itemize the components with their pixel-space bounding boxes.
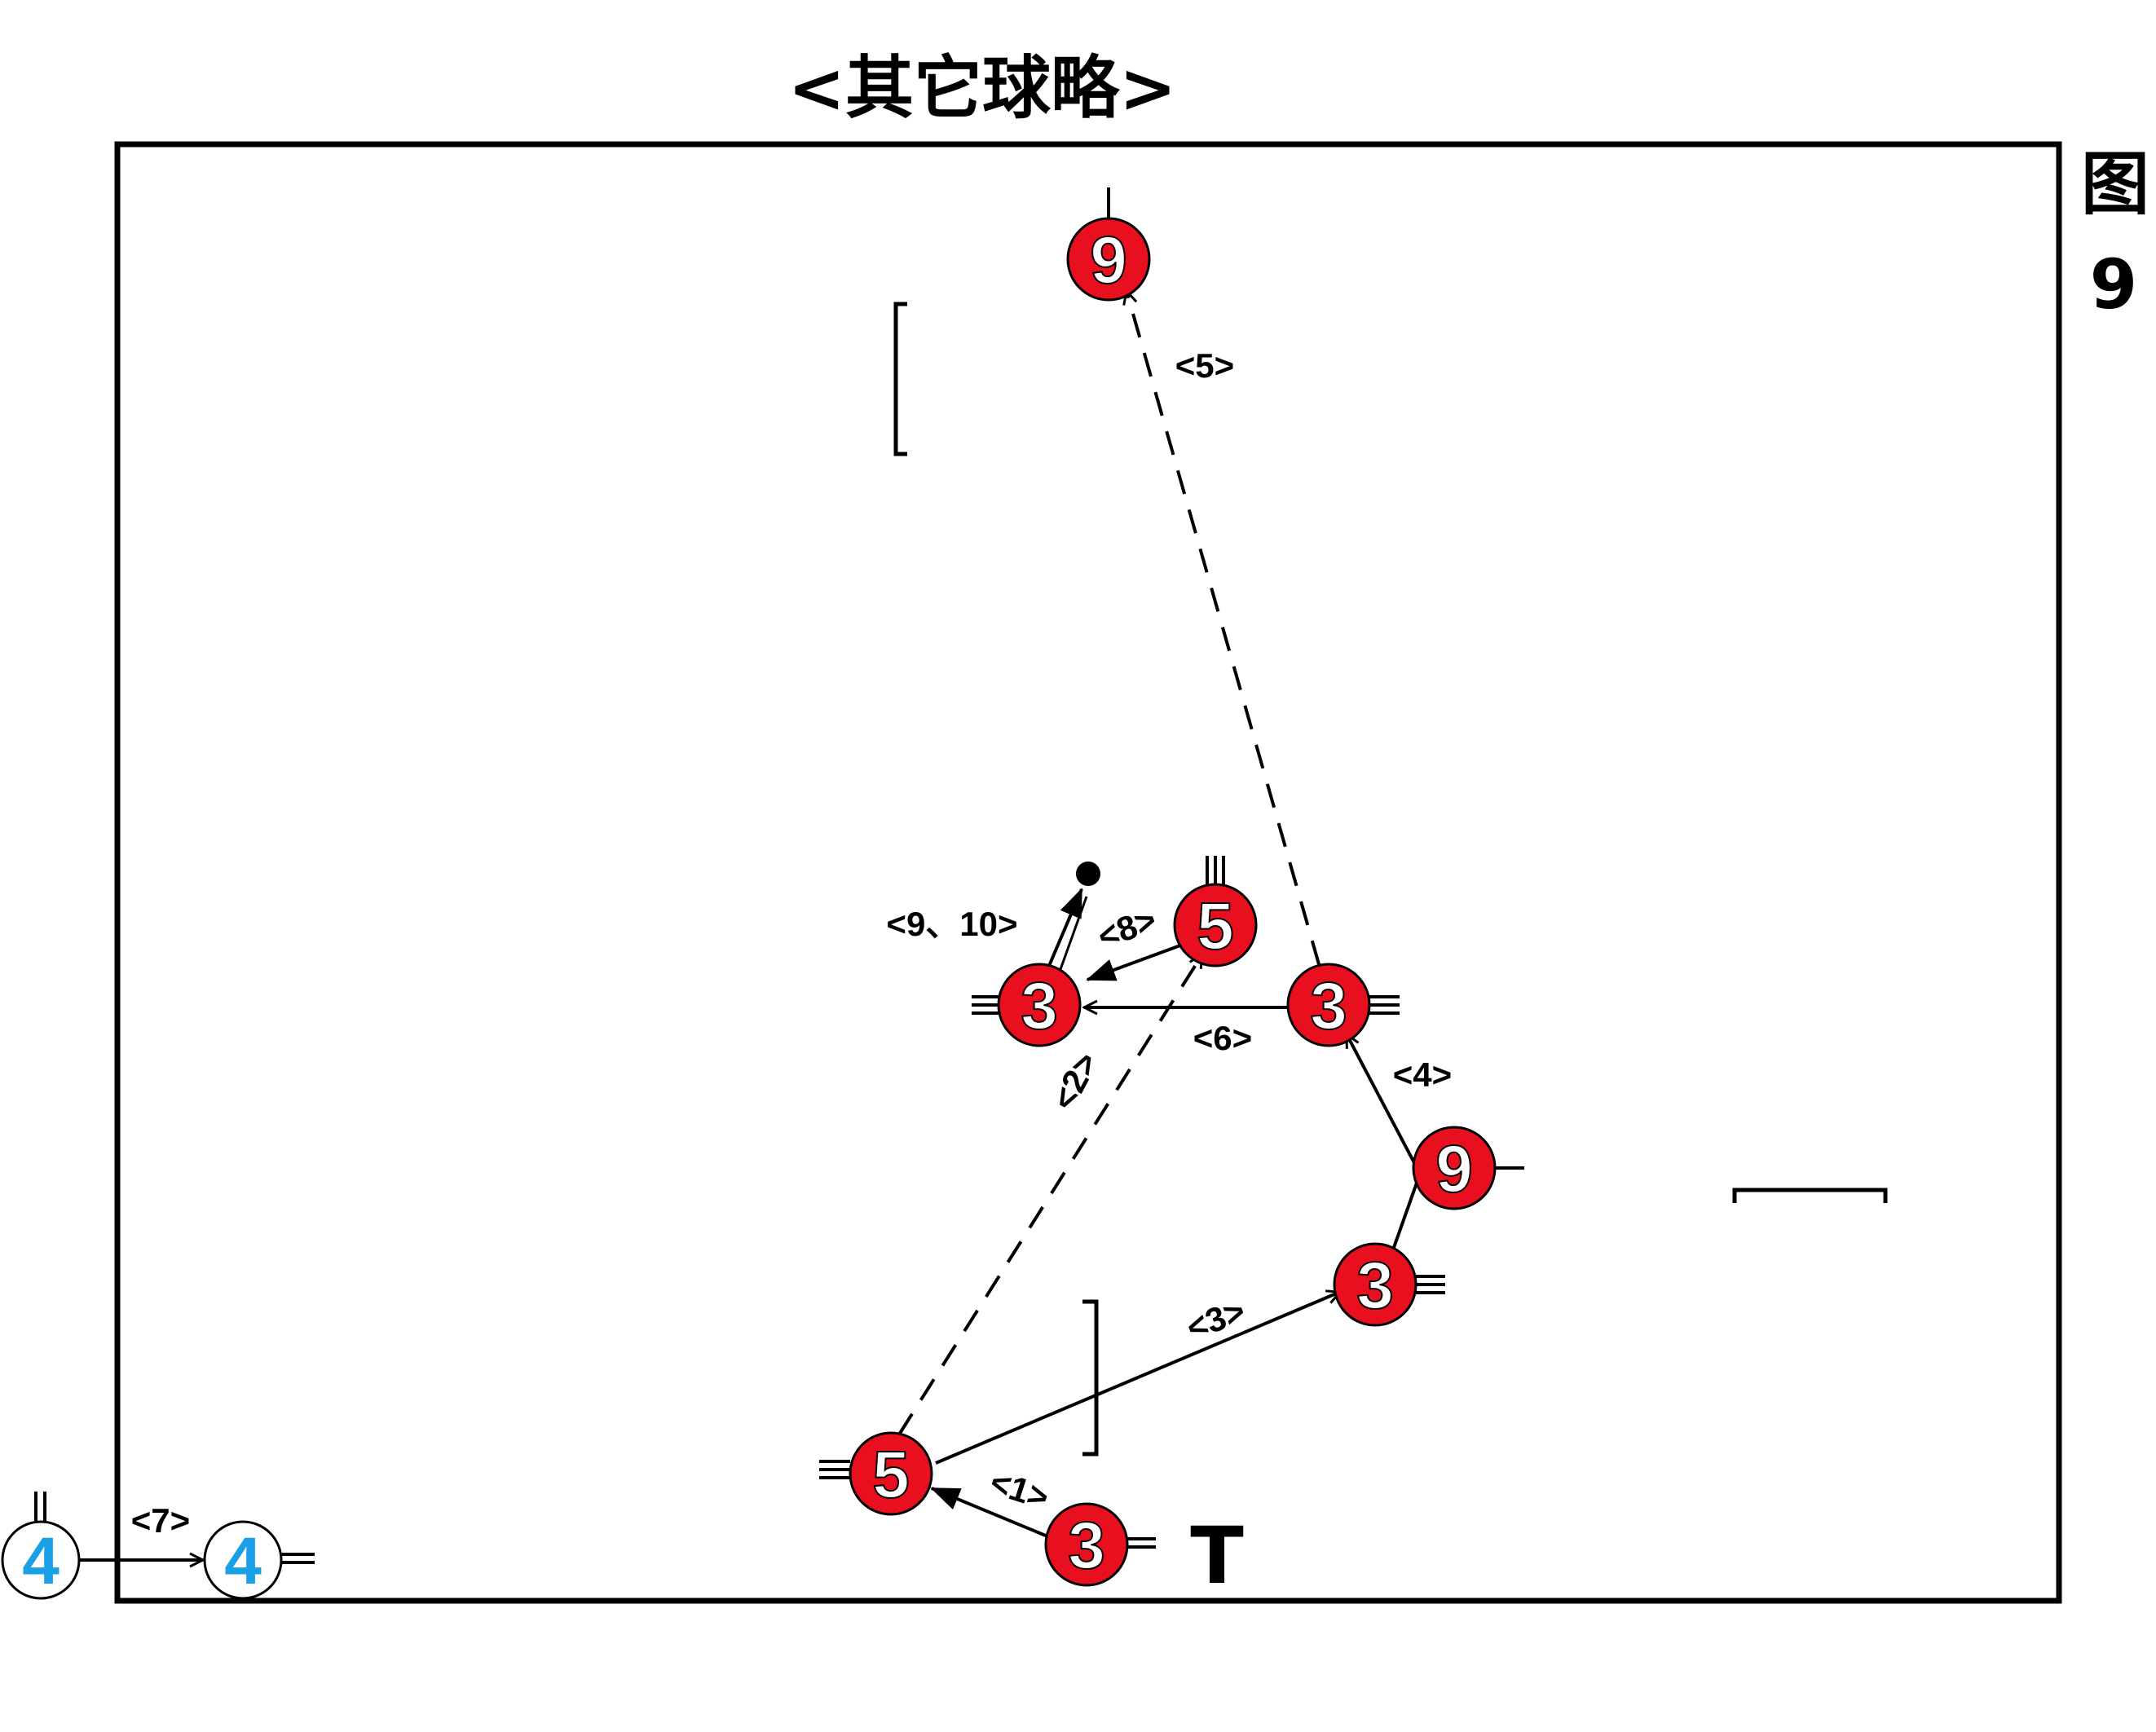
step-label-9-10: <9、10> bbox=[886, 905, 1017, 943]
player-number: 3 bbox=[1356, 1249, 1394, 1323]
path-step-5 bbox=[1126, 291, 1320, 965]
player-number: 9 bbox=[1090, 223, 1127, 297]
player-number: 9 bbox=[1435, 1132, 1473, 1206]
player-9-right: 9 bbox=[1412, 1126, 1497, 1210]
bracket-mark-top bbox=[893, 302, 907, 456]
tee-mark: T bbox=[1190, 1510, 1243, 1602]
player-number: 5 bbox=[872, 1438, 910, 1512]
player-number: 3 bbox=[1310, 969, 1347, 1043]
bracket-mark-mid bbox=[1082, 1299, 1099, 1457]
path-step-1 bbox=[930, 1487, 1052, 1540]
step-label-4: <4> bbox=[1393, 1056, 1452, 1094]
player-tick-marks bbox=[34, 187, 1524, 1564]
path-step-9-10-second bbox=[1058, 896, 1088, 972]
path-step-8 bbox=[1086, 944, 1181, 981]
player-number: 5 bbox=[1197, 889, 1234, 963]
player-3-bottom: 3 bbox=[1044, 1502, 1129, 1587]
path-step-3 bbox=[935, 1292, 1340, 1465]
ball bbox=[1076, 862, 1100, 886]
court-boundary bbox=[114, 141, 2062, 1604]
bracket-mark-right bbox=[1732, 1188, 1888, 1203]
player-3-low-right: 3 bbox=[1333, 1242, 1417, 1327]
path-step-9-10 bbox=[1047, 888, 1083, 967]
step-label-7: <7> bbox=[131, 1501, 190, 1540]
player-3-mid-right: 3 bbox=[1286, 963, 1371, 1047]
player-number: 4 bbox=[22, 1524, 60, 1598]
player-number: 4 bbox=[224, 1524, 262, 1598]
step-label-6: <6> bbox=[1193, 1019, 1252, 1057]
step-label-2: <2> bbox=[1044, 1046, 1105, 1116]
player-4-right: 4 bbox=[203, 1520, 283, 1600]
player-9-top: 9 bbox=[1066, 217, 1151, 302]
player-3-mid-left: 3 bbox=[997, 963, 1082, 1047]
step-label-1: <1> bbox=[985, 1462, 1053, 1517]
player-number: 3 bbox=[1068, 1509, 1105, 1583]
step-label-5: <5> bbox=[1175, 346, 1234, 385]
path-step-2 bbox=[897, 954, 1202, 1436]
step-label-3: <3> bbox=[1181, 1291, 1250, 1347]
step-label-8: <8> bbox=[1092, 900, 1161, 956]
diagram-title: <其它球略> bbox=[788, 48, 1177, 128]
player-5-bottom: 5 bbox=[849, 1431, 933, 1516]
player-4-left: 4 bbox=[1, 1520, 81, 1600]
figure-label-char: 图 bbox=[2081, 144, 2149, 224]
player-number: 3 bbox=[1021, 969, 1058, 1043]
player-5-mid: 5 bbox=[1173, 883, 1258, 967]
figure-label-number: 9 bbox=[2090, 245, 2137, 324]
